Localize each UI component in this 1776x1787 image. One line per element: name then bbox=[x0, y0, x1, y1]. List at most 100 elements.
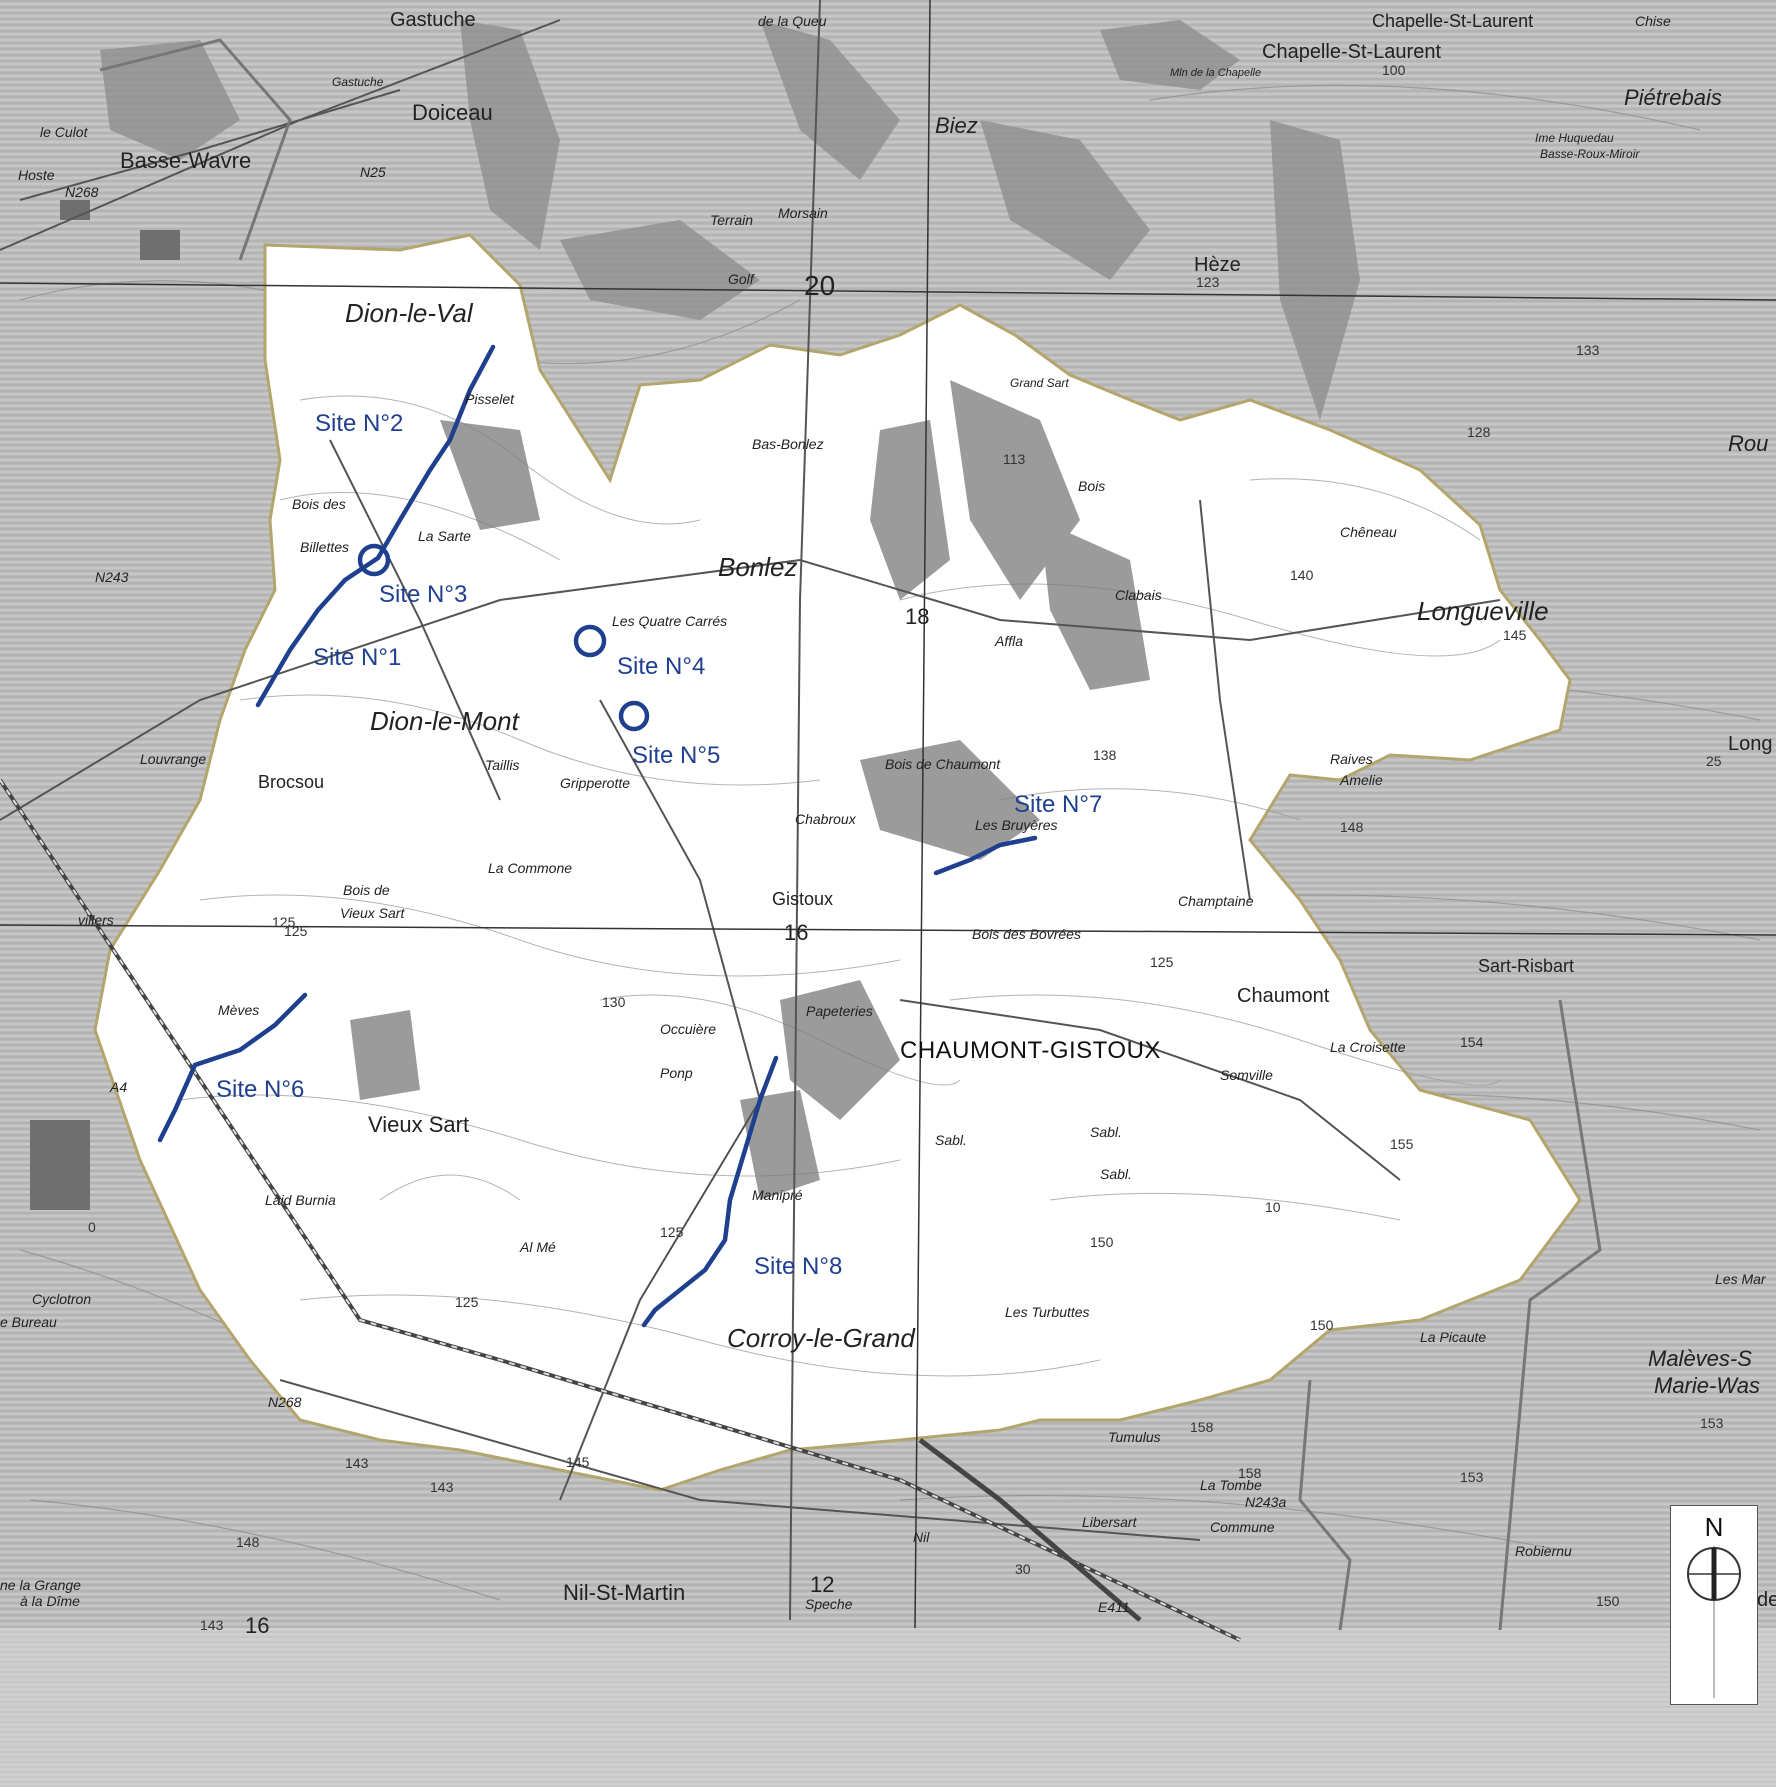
place-chabroux: Chabroux bbox=[795, 811, 856, 827]
elev-133: 133 bbox=[1576, 342, 1600, 358]
elev-143-a: 143 bbox=[345, 1455, 369, 1471]
elev-145: 145 bbox=[1503, 627, 1527, 643]
place-bois-bovrees: Bois des Bovrées bbox=[972, 926, 1081, 942]
place-champtaine: Champtaine bbox=[1178, 893, 1254, 909]
place-libersart: Libersart bbox=[1082, 1514, 1137, 1530]
elev-143-b: 143 bbox=[430, 1479, 454, 1495]
elev-150-c: 150 bbox=[1596, 1593, 1620, 1609]
place-occuiere: Occuière bbox=[660, 1021, 717, 1037]
town-basse-wavre: Basse-Wavre bbox=[120, 148, 252, 173]
town-biez: Biez bbox=[935, 113, 978, 138]
place-al-me: Al Mé bbox=[520, 1239, 556, 1255]
grid-label-12: 12 bbox=[810, 1572, 835, 1597]
elev-153-a: 153 bbox=[1460, 1469, 1484, 1485]
site-5-marker bbox=[618, 700, 650, 732]
elev-123: 123 bbox=[1196, 274, 1220, 290]
town-maleves: Malèves-S bbox=[1648, 1346, 1752, 1371]
town-bonlez: Bonlez bbox=[718, 552, 798, 582]
road-a4: A4 bbox=[110, 1079, 128, 1095]
place-morsain: Morsain bbox=[778, 205, 828, 221]
town-doiceau: Doiceau bbox=[412, 100, 493, 125]
place-papeteries: Papeteries bbox=[806, 1003, 873, 1019]
site-8-line bbox=[641, 1055, 779, 1328]
compass-icon bbox=[1687, 1546, 1741, 1698]
place-mln-chapelle: Mln de la Chapelle bbox=[1170, 67, 1262, 79]
place-somville: Somville bbox=[1220, 1067, 1273, 1083]
place-meves: Mèves bbox=[218, 1002, 260, 1018]
elev-153-b: 153 bbox=[1700, 1415, 1724, 1431]
site-3-marker bbox=[357, 543, 391, 577]
elev-125-a: 125 bbox=[1150, 954, 1174, 970]
place-huquedau: Ime Huquedau bbox=[1535, 131, 1614, 145]
border-lines bbox=[99, 38, 1602, 1631]
place-cyclotron: Cyclotron bbox=[32, 1291, 92, 1307]
road-nil: Nil bbox=[913, 1529, 930, 1545]
site-3-label: Site N°3 bbox=[379, 581, 468, 608]
elev-25: 25 bbox=[1706, 753, 1722, 769]
place-la-picaute: La Picaute bbox=[1420, 1329, 1487, 1345]
place-bureau: e Bureau bbox=[0, 1314, 57, 1330]
place-bois: Bois bbox=[1078, 478, 1106, 494]
settlement-blocks bbox=[30, 200, 180, 1210]
place-bois-de: Bois de bbox=[343, 882, 390, 898]
place-sabl-1: Sabl. bbox=[935, 1132, 967, 1148]
elev-125-c: 125 bbox=[455, 1294, 479, 1310]
town-chaumont-gistoux: CHAUMONT-GISTOUX bbox=[900, 1037, 1161, 1064]
road-n243a: N243a bbox=[1245, 1494, 1287, 1510]
town-rou: Rou bbox=[1728, 431, 1769, 456]
place-les-turbuttes: Les Turbuttes bbox=[1005, 1304, 1090, 1320]
north-label: N bbox=[1704, 1512, 1724, 1542]
elev-148-b: 148 bbox=[236, 1534, 260, 1550]
elev-113: 113 bbox=[1003, 451, 1026, 467]
town-heze: Hèze bbox=[1194, 254, 1241, 276]
elev-130: 130 bbox=[602, 994, 626, 1010]
place-affla: Affla bbox=[995, 633, 1024, 649]
town-marie-was: Marie-Was bbox=[1654, 1373, 1760, 1398]
elev-138: 138 bbox=[1093, 747, 1117, 763]
elev-140: 140 bbox=[1290, 567, 1314, 583]
elev-0: 0 bbox=[88, 1219, 96, 1235]
town-gastuche: Gastuche bbox=[390, 9, 476, 31]
place-tumulus: Tumulus bbox=[1108, 1429, 1161, 1445]
grid-label-20: 20 bbox=[804, 270, 836, 301]
place-bois-des: Bois des bbox=[292, 496, 346, 512]
elev-125-b: 125 bbox=[284, 923, 308, 939]
elev-30: 30 bbox=[1015, 1561, 1031, 1577]
site-7-label: Site N°7 bbox=[1014, 791, 1103, 818]
site-6-line bbox=[157, 992, 308, 1143]
place-cheneau: Chêneau bbox=[1340, 524, 1397, 540]
elev-158-b: 158 bbox=[1238, 1465, 1262, 1481]
place-quatre-carres: Les Quatre Carrés bbox=[612, 613, 728, 629]
place-commune: Commune bbox=[1210, 1519, 1275, 1535]
place-dime: à la Dîme bbox=[20, 1593, 80, 1609]
place-la-croisette: La Croisette bbox=[1330, 1039, 1406, 1055]
site-2-line bbox=[375, 344, 496, 561]
town-gistoux: Gistoux bbox=[772, 889, 834, 909]
town-longueville: Longueville bbox=[1417, 596, 1549, 626]
elev-150-a: 150 bbox=[1090, 1234, 1114, 1250]
place-laid-burnia: Laid Burnia bbox=[265, 1192, 336, 1208]
inner-forest bbox=[350, 380, 1150, 1200]
place-amelie: Amelie bbox=[1340, 772, 1383, 788]
place-manipre: Manipré bbox=[752, 1187, 803, 1203]
road-n268-b: N268 bbox=[268, 1394, 302, 1410]
inner-contours bbox=[179, 395, 1501, 1377]
elev-158-a: 158 bbox=[1190, 1419, 1214, 1435]
place-sabl-3: Sabl. bbox=[1100, 1166, 1132, 1182]
place-la-sarte: La Sarte bbox=[418, 528, 471, 544]
grid-label-16-bottom: 16 bbox=[245, 1613, 270, 1638]
place-de: de bbox=[1757, 1589, 1776, 1611]
elev-154: 154 bbox=[1460, 1034, 1484, 1050]
place-clabais: Clabais bbox=[1115, 587, 1162, 603]
place-robiernu: Robiernu bbox=[1515, 1543, 1572, 1559]
town-chise: Chise bbox=[1635, 13, 1671, 29]
site-4-marker bbox=[573, 624, 607, 658]
town-vieux-sart: Vieux Sart bbox=[368, 1112, 470, 1137]
site-4-label: Site N°4 bbox=[617, 653, 706, 680]
place-pisselet: Pisselet bbox=[465, 391, 515, 407]
site-1-line bbox=[255, 555, 381, 708]
place-vieux-sart-small: Vieux Sart bbox=[340, 905, 405, 921]
site-markers bbox=[157, 344, 1038, 1328]
grid-label-16-center: 16 bbox=[784, 920, 809, 945]
elev-155: 155 bbox=[1390, 1136, 1414, 1152]
